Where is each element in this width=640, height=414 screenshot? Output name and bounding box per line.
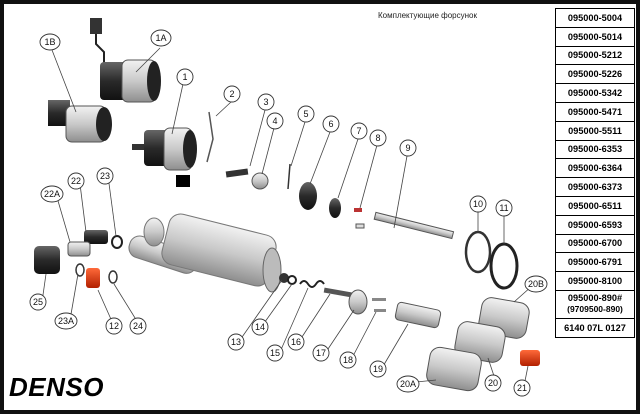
callout-13: 13 (227, 333, 245, 351)
callout-11: 11 (495, 199, 513, 217)
part-number: 095000-6364 (556, 159, 634, 179)
svg-text:13: 13 (231, 337, 241, 347)
callout-1: 1 (176, 68, 194, 86)
part-number-last-sub: (9709500-890) (567, 304, 623, 315)
svg-text:8: 8 (375, 133, 380, 143)
svg-text:15: 15 (270, 348, 280, 358)
brand-logo: DENSO (9, 372, 104, 402)
diagram-title: Комплектующие форсунок (378, 11, 477, 20)
part-number-table: 095000-5004 095000-5014 095000-5212 0950… (555, 8, 635, 338)
part-number: 095000-6593 (556, 216, 634, 235)
internal-parts (279, 273, 442, 329)
callout-19: 19 (369, 360, 387, 378)
callout-2: 2 (223, 85, 241, 103)
callout-1b: 1B (39, 33, 61, 51)
callout-24: 24 (129, 317, 147, 335)
svg-text:1A: 1A (155, 33, 166, 43)
callout-6: 6 (322, 115, 340, 133)
svg-text:1B: 1B (44, 37, 55, 47)
callout-16: 16 (287, 333, 305, 351)
callout-4: 4 (266, 112, 284, 130)
callout-21: 21 (513, 379, 531, 397)
svg-text:16: 16 (291, 337, 301, 347)
part-number: 095000-5212 (556, 47, 634, 66)
callout-9: 9 (399, 139, 417, 157)
part-number: 095000-5342 (556, 84, 634, 103)
part-number: 095000-5471 (556, 103, 634, 122)
exploded-parts-diagram: 1 1A 1B 2 3 4 5 6 7 8 9 10 11 12 13 14 1… (29, 18, 548, 397)
solenoid-1 (132, 127, 197, 187)
svg-text:19: 19 (373, 364, 383, 374)
svg-text:24: 24 (133, 321, 143, 331)
svg-text:2: 2 (229, 89, 234, 99)
callout-5: 5 (297, 105, 315, 123)
svg-text:14: 14 (255, 322, 265, 332)
part-number-last-main: 095000-890# (567, 293, 623, 304)
svg-text:12: 12 (109, 321, 119, 331)
svg-text:3: 3 (263, 97, 268, 107)
callout-10: 10 (469, 195, 487, 213)
callout-22a: 22A (40, 185, 64, 203)
callout-18: 18 (339, 351, 357, 369)
part-number: 095000-6511 (556, 197, 634, 216)
callout-1a: 1A (150, 29, 172, 47)
callout-20b: 20B (524, 275, 548, 293)
svg-text:1: 1 (182, 72, 187, 82)
part-number: 095000-5511 (556, 122, 634, 141)
svg-text:10: 10 (473, 199, 483, 209)
part-number-last: 095000-890# (9709500-890) (556, 291, 634, 319)
small-parts-top (206, 111, 455, 240)
nozzle-nuts (426, 297, 540, 392)
callout-23: 23 (96, 167, 114, 185)
svg-text:23A: 23A (58, 316, 74, 326)
part-number: 095000-5226 (556, 65, 634, 85)
callout-25: 25 (29, 293, 47, 311)
callout-22: 22 (67, 172, 85, 190)
leader-lines (41, 47, 533, 387)
callout-20: 20 (484, 374, 502, 392)
callout-14: 14 (251, 318, 269, 336)
callout-7: 7 (350, 122, 368, 140)
svg-text:9: 9 (405, 143, 410, 153)
svg-text:21: 21 (517, 383, 527, 393)
svg-text:7: 7 (356, 126, 361, 136)
callout-17: 17 (312, 344, 330, 362)
svg-text:20A: 20A (400, 379, 416, 389)
part-number: 095000-6700 (556, 235, 634, 254)
svg-text:18: 18 (343, 355, 353, 365)
svg-text:25: 25 (33, 297, 43, 307)
solenoid-1b (48, 100, 112, 143)
callout-8: 8 (369, 129, 387, 147)
svg-text:11: 11 (499, 203, 508, 213)
part-number: 095000-6373 (556, 178, 634, 197)
part-number-footer: 6140 07L 0127 (564, 322, 626, 333)
part-number: 095000-5014 (556, 28, 634, 47)
svg-text:22A: 22A (44, 189, 60, 199)
svg-text:23: 23 (100, 171, 110, 181)
callout-20a: 20A (396, 375, 420, 393)
svg-text:6: 6 (328, 119, 333, 129)
fittings-left (34, 230, 123, 288)
callout-3: 3 (257, 93, 275, 111)
callout-12: 12 (105, 317, 123, 335)
part-number: 095000-6353 (556, 141, 634, 160)
callout-15: 15 (266, 344, 284, 362)
solenoid-1a (90, 18, 161, 103)
part-number: 095000-8100 (556, 272, 634, 291)
part-number: 095000-6791 (556, 253, 634, 273)
o-rings (464, 230, 519, 290)
svg-text:22: 22 (71, 176, 81, 186)
svg-text:20: 20 (488, 378, 498, 388)
svg-text:20B: 20B (528, 279, 544, 289)
svg-text:17: 17 (316, 348, 326, 358)
callout-23a: 23A (54, 312, 78, 330)
injector-body (128, 213, 282, 293)
part-number: 095000-5004 (556, 9, 634, 28)
svg-text:4: 4 (272, 116, 277, 126)
svg-text:5: 5 (303, 109, 308, 119)
